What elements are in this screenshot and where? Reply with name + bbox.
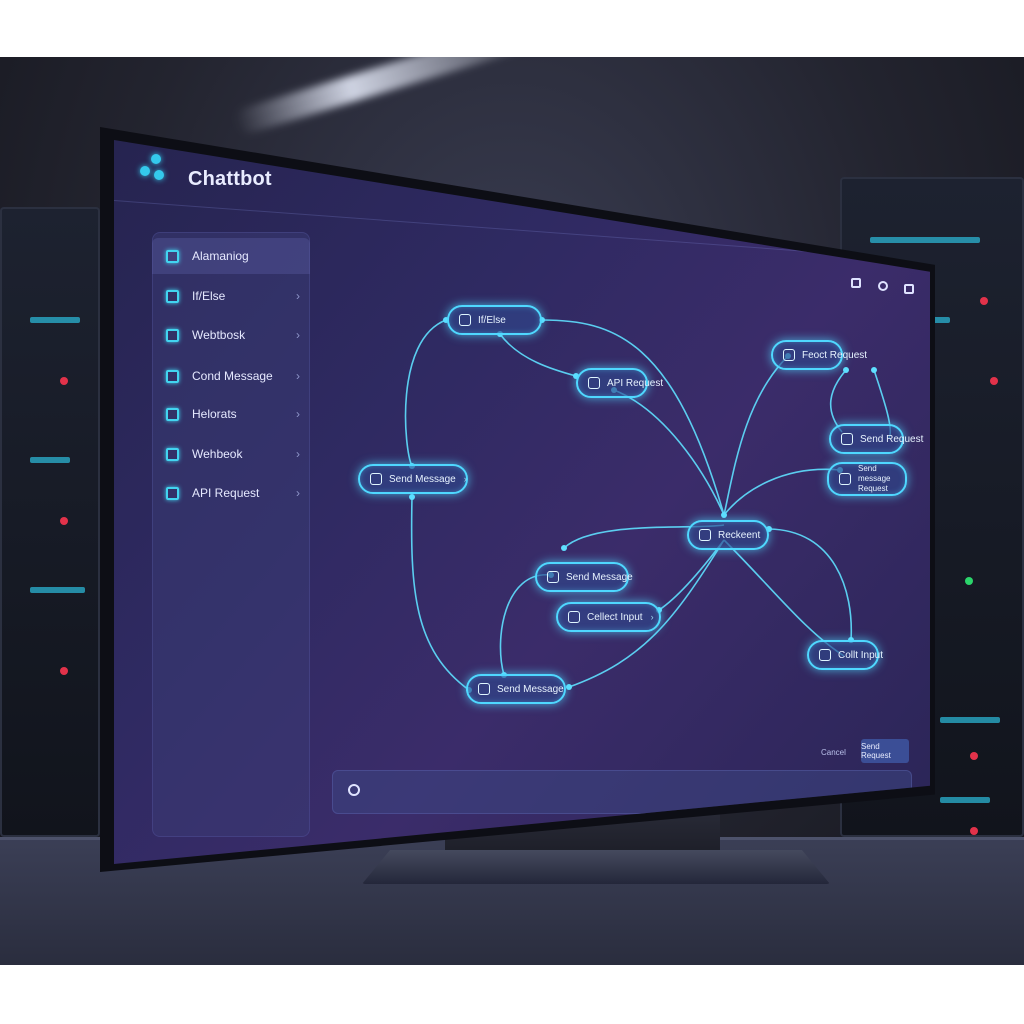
sidebar-item-api-request[interactable]: API Request › <box>152 475 310 511</box>
sidebar-item-webtbosk[interactable]: Webtbosk › <box>152 317 310 353</box>
api-icon <box>588 377 600 389</box>
chevron-right-icon: › <box>296 289 300 303</box>
input-icon <box>568 611 580 623</box>
chevron-right-icon: › <box>650 612 654 622</box>
node-send-message-bottom[interactable]: Send Message <box>466 674 566 704</box>
connection-lines <box>404 317 892 693</box>
node-reckeent[interactable]: Reckeent <box>687 520 769 550</box>
sidebar-item-cond-message[interactable]: Cond Message › <box>152 358 310 394</box>
server-rack-left <box>0 207 100 837</box>
hub-icon <box>699 529 711 541</box>
flow-canvas[interactable]: If/Else API Request Send Message › Recke… <box>314 210 924 810</box>
node-send-message-mid[interactable]: Send Message <box>535 562 633 592</box>
branch-icon <box>166 289 179 303</box>
chevron-right-icon: › <box>296 486 300 500</box>
app-window: Chattbot Alamaniog If/Else › Webtbosk › … <box>114 140 930 864</box>
monitor-stand-base <box>362 850 830 884</box>
node-if-else[interactable]: If/Else <box>447 305 542 335</box>
logo-icon <box>140 154 172 186</box>
send-icon <box>841 433 853 445</box>
node-collt-input[interactable]: Collt Input <box>807 640 883 670</box>
node-send-request[interactable]: Send Request <box>829 424 923 454</box>
node-send-message-left[interactable]: Send Message › <box>358 464 468 494</box>
sidebar-item-if-else[interactable]: If/Else › <box>152 278 310 314</box>
chevron-right-icon: › <box>463 474 467 484</box>
sidebar: Alamaniog If/Else › Webtbosk › Cond Mess… <box>152 232 310 837</box>
node-feoct-request[interactable]: Feoct Request <box>771 340 867 370</box>
fetch-icon <box>783 349 795 361</box>
chevron-right-icon: › <box>296 407 300 421</box>
search-icon[interactable] <box>348 784 360 796</box>
chevron-right-icon: › <box>296 369 300 383</box>
chevron-right-icon: › <box>296 328 300 342</box>
home-icon <box>166 328 179 342</box>
calendar-icon <box>166 407 179 421</box>
sidebar-item-alamaniog[interactable]: Alamaniog <box>152 238 310 274</box>
send-request-button[interactable]: Send Request <box>861 739 909 763</box>
sidebar-item-wehbeok[interactable]: Wehbeok › <box>152 436 310 472</box>
api-icon <box>166 486 179 500</box>
message-icon <box>547 571 559 583</box>
node-api-request[interactable]: API Request <box>576 368 663 398</box>
home-icon[interactable] <box>851 278 861 288</box>
node-send-message-request[interactable]: Send message Request <box>827 462 907 496</box>
cancel-button[interactable]: Cancel <box>821 748 846 757</box>
plus-icon <box>166 447 179 461</box>
ceiling-light <box>232 57 528 137</box>
input-icon <box>819 649 831 661</box>
sidebar-item-helorats[interactable]: Helorats › <box>152 396 310 432</box>
settings-icon[interactable] <box>878 281 888 291</box>
message-icon <box>370 473 382 485</box>
message-icon <box>478 683 490 695</box>
layout-icon[interactable] <box>904 284 914 294</box>
settings-icon <box>839 473 851 485</box>
folder-icon <box>166 249 179 263</box>
message-icon <box>166 369 179 383</box>
branch-icon <box>459 314 471 326</box>
chevron-right-icon: › <box>296 447 300 461</box>
app-title: Chattbot <box>188 168 272 190</box>
node-collect-input[interactable]: Cellect Input › <box>556 602 661 632</box>
